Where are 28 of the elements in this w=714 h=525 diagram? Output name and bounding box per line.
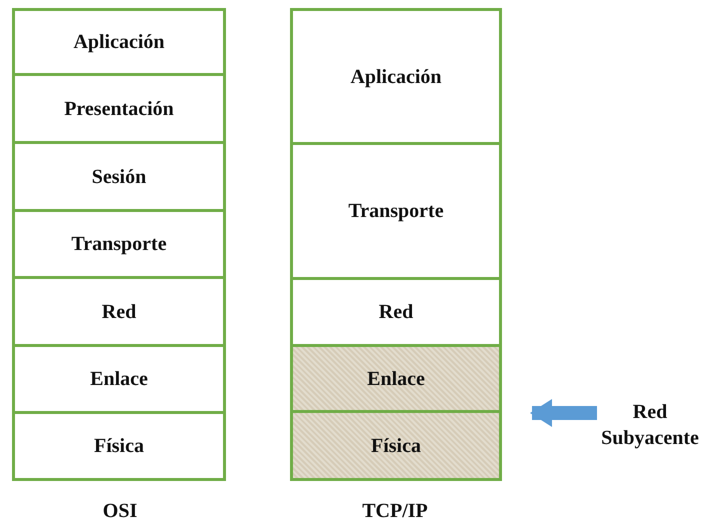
layer-label: Enlace <box>90 367 148 392</box>
layer-box <box>290 8 502 145</box>
layer-label: Aplicación <box>350 64 442 90</box>
layer-label: Transporte <box>348 199 444 224</box>
layer-box <box>12 73 226 144</box>
layer-box <box>12 8 226 76</box>
layer-label: Presentación <box>64 96 174 122</box>
layer-box <box>12 276 226 347</box>
layer-label: Enlace <box>367 366 425 392</box>
layer-box <box>12 209 226 279</box>
layer-box <box>12 411 226 481</box>
callout-text: Red Subyacente <box>600 400 700 451</box>
layer-box <box>290 142 502 280</box>
arrow <box>530 399 597 427</box>
layer-label: Aplicación <box>73 30 165 55</box>
column-title: OSI <box>102 500 138 523</box>
layer-label: Física <box>371 434 421 458</box>
layer-label: Transporte <box>71 232 167 257</box>
layer-label: Red <box>102 300 136 324</box>
layer-label: Red <box>378 300 414 325</box>
layer-box <box>12 344 226 414</box>
layer-label: Sesión <box>92 164 146 190</box>
layer-box <box>12 141 226 212</box>
layer-box <box>290 277 502 347</box>
column-title: TCP/IP <box>362 500 428 523</box>
layer-box <box>290 410 502 481</box>
layer-label: Física <box>94 434 144 459</box>
layer-box <box>290 344 502 413</box>
